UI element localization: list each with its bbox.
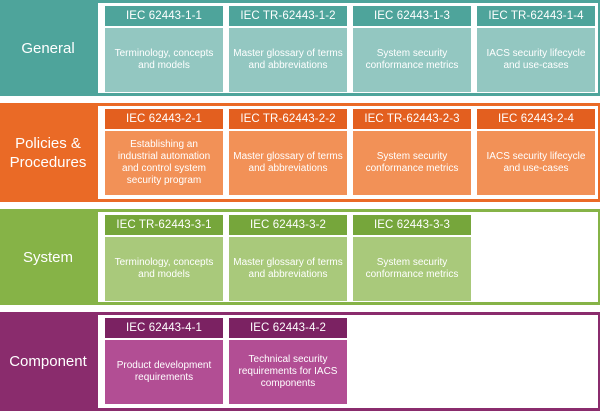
band-component-panel: IEC 62443-4-1 Product development requir… xyxy=(98,315,598,408)
card-62443-3-2: IEC 62443-3-2 Master glossary of terms a… xyxy=(229,215,347,301)
band-general: General IEC 62443-1-1 Terminology, conce… xyxy=(0,0,600,96)
card-id: IEC TR-62443-2-2 xyxy=(229,109,347,129)
card-62443-4-1: IEC 62443-4-1 Product development requir… xyxy=(105,318,223,404)
card-desc: IACS security lifecycle and use-cases xyxy=(477,131,595,195)
card-62443-2-2: IEC TR-62443-2-2 Master glossary of term… xyxy=(229,109,347,195)
card-62443-2-1: IEC 62443-2-1 Establishing an industrial… xyxy=(105,109,223,195)
band-label-general: General xyxy=(21,39,75,57)
card-desc: IACS security lifecycle and use-cases xyxy=(477,28,595,92)
card-desc: Master glossary of terms and abbreviatio… xyxy=(229,237,347,301)
card-62443-1-2: IEC TR-62443-1-2 Master glossary of term… xyxy=(229,6,347,92)
band-system-panel: IEC TR-62443-3-1 Terminology, concepts a… xyxy=(98,212,598,302)
card-desc: Establishing an industrial automation an… xyxy=(105,131,223,195)
card-desc: System security conformance metrics xyxy=(353,28,471,92)
card-id: IEC TR-62443-2-3 xyxy=(353,109,471,129)
band-system: System IEC TR-62443-3-1 Terminology, con… xyxy=(0,209,600,305)
card-id: IEC 62443-4-2 xyxy=(229,318,347,338)
card-62443-4-2: IEC 62443-4-2 Technical security require… xyxy=(229,318,347,404)
card-id: IEC TR-62443-3-1 xyxy=(105,215,223,235)
card-62443-3-1: IEC TR-62443-3-1 Terminology, concepts a… xyxy=(105,215,223,301)
card-desc: Terminology, concepts and models xyxy=(105,237,223,301)
card-id: IEC 62443-2-4 xyxy=(477,109,595,129)
card-desc: System security conformance metrics xyxy=(353,237,471,301)
card-id: IEC TR-62443-1-2 xyxy=(229,6,347,26)
card-62443-1-1: IEC 62443-1-1 Terminology, concepts and … xyxy=(105,6,223,92)
card-id: IEC 62443-3-2 xyxy=(229,215,347,235)
card-id: IEC 62443-1-3 xyxy=(353,6,471,26)
card-62443-1-4: IEC TR-62443-1-4 IACS security lifecycle… xyxy=(477,6,595,92)
band-label-policies: Policies & Procedures xyxy=(9,134,87,171)
band-policies-procedures: Policies & Procedures IEC 62443-2-1 Esta… xyxy=(0,103,600,202)
card-desc: Product development requirements xyxy=(105,340,223,404)
card-id: IEC TR-62443-1-4 xyxy=(477,6,595,26)
card-62443-2-3: IEC TR-62443-2-3 System security conform… xyxy=(353,109,471,195)
card-62443-2-4: IEC 62443-2-4 IACS security lifecycle an… xyxy=(477,109,595,195)
card-id: IEC 62443-2-1 xyxy=(105,109,223,129)
card-id: IEC 62443-3-3 xyxy=(353,215,471,235)
card-desc: Master glossary of terms and abbreviatio… xyxy=(229,131,347,195)
card-desc: Terminology, concepts and models xyxy=(105,28,223,92)
band-policies-panel: IEC 62443-2-1 Establishing an industrial… xyxy=(98,106,598,199)
band-label-system: System xyxy=(22,248,73,266)
card-id: IEC 62443-4-1 xyxy=(105,318,223,338)
card-desc: Master glossary of terms and abbreviatio… xyxy=(229,28,347,92)
band-component: Component IEC 62443-4-1 Product developm… xyxy=(0,312,600,411)
card-62443-3-3: IEC 62443-3-3 System security conformanc… xyxy=(353,215,471,301)
card-desc: System security conformance metrics xyxy=(353,131,471,195)
card-id: IEC 62443-1-1 xyxy=(105,6,223,26)
card-62443-1-3: IEC 62443-1-3 System security conformanc… xyxy=(353,6,471,92)
band-label-component: Component xyxy=(9,353,87,370)
band-general-panel: IEC 62443-1-1 Terminology, concepts and … xyxy=(98,3,598,93)
card-desc: Technical security requirements for IACS… xyxy=(229,340,347,404)
